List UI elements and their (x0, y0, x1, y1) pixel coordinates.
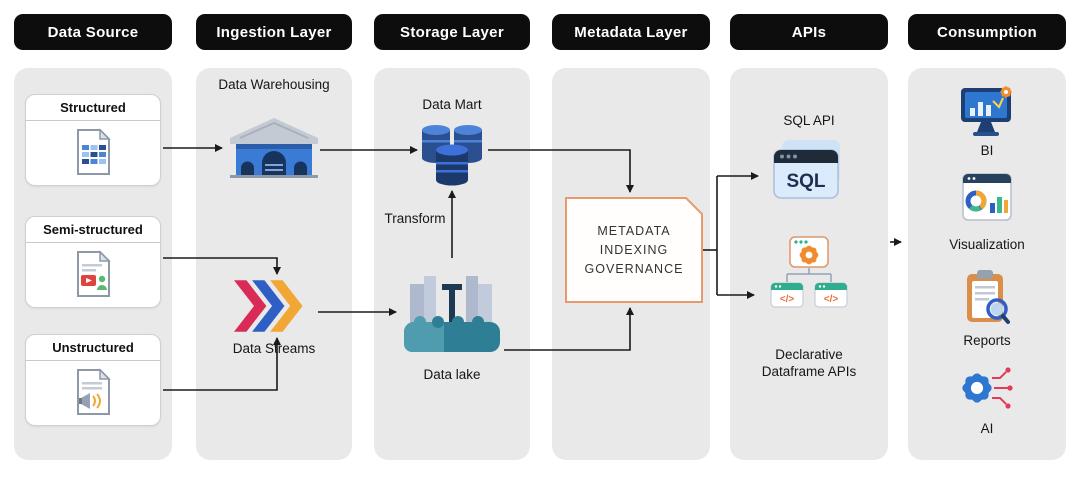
column-storage-layer: Data Mart Transform (374, 68, 530, 460)
sql-window-icon: SQL (772, 138, 846, 204)
data-streams-chevrons-icon (234, 280, 314, 332)
metadata-box-shape (565, 197, 703, 303)
structured-table-document-icon (26, 121, 160, 183)
header-apis: APIs (730, 14, 888, 50)
column-metadata-layer: METADATA INDEXING GOVERNANCE (552, 68, 710, 460)
warehouse-icon (228, 114, 320, 178)
column-ingestion-layer: Data Warehousing Data Streams (196, 68, 352, 460)
data-lake-label: Data lake (423, 367, 481, 382)
header-data-source: Data Source (14, 14, 172, 50)
header-storage-layer: Storage Layer (374, 14, 530, 50)
column-data-source: Structured Semi-structured (14, 68, 172, 460)
code-window-icon-left: </> (770, 282, 804, 308)
data-lake-icon (402, 262, 502, 354)
bi-dashboard-icon (959, 84, 1015, 138)
header-consumption: Consumption (908, 14, 1066, 50)
dataframe-apis-label-line2: Dataframe APIs (761, 364, 857, 379)
transform-label: Transform (384, 211, 446, 226)
data-warehousing-label: Data Warehousing (218, 77, 330, 92)
card-structured-title: Structured (26, 95, 160, 121)
semi-structured-media-document-icon (26, 243, 160, 305)
data-mart-database-icon (420, 118, 484, 186)
data-mart-label: Data Mart (422, 97, 482, 112)
code-window-icon-right: </> (814, 282, 848, 308)
metadata-line-3: GOVERNANCE (584, 262, 684, 276)
header-ingestion-layer: Ingestion Layer (196, 14, 352, 50)
card-unstructured: Unstructured (25, 334, 161, 426)
code-glyph-right: </> (824, 294, 839, 305)
dataframe-apis-label-line1: Declarative (775, 347, 843, 362)
header-metadata-layer: Metadata Layer (552, 14, 710, 50)
card-structured: Structured (25, 94, 161, 186)
card-semi-structured: Semi-structured (25, 216, 161, 308)
card-semi-structured-title: Semi-structured (26, 217, 160, 243)
reports-label: Reports (963, 333, 1011, 348)
sql-api-label: SQL API (783, 113, 835, 128)
ai-label: AI (980, 421, 994, 436)
visualization-label: Visualization (949, 237, 1025, 252)
metadata-line-2: INDEXING (599, 243, 669, 257)
unstructured-announcement-document-icon (26, 361, 160, 423)
gear-window-icon (789, 236, 829, 268)
metadata-box-text: METADATA INDEXING GOVERNANCE (565, 197, 703, 303)
api-tree-connector (786, 268, 832, 282)
metadata-governance-box: METADATA INDEXING GOVERNANCE (565, 197, 703, 303)
bi-label: BI (980, 143, 994, 158)
sql-icon-text: SQL (786, 171, 825, 192)
visualization-chart-icon (961, 170, 1013, 224)
column-apis: SQL API SQL (730, 68, 888, 460)
data-streams-label: Data Streams (232, 341, 316, 356)
code-glyph-left: </> (780, 294, 795, 305)
column-consumption: BI Visualization (908, 68, 1066, 460)
ai-gear-circuit-icon (958, 362, 1016, 414)
reports-clipboard-icon (963, 268, 1011, 326)
card-unstructured-title: Unstructured (26, 335, 160, 361)
metadata-line-1: METADATA (597, 224, 671, 238)
